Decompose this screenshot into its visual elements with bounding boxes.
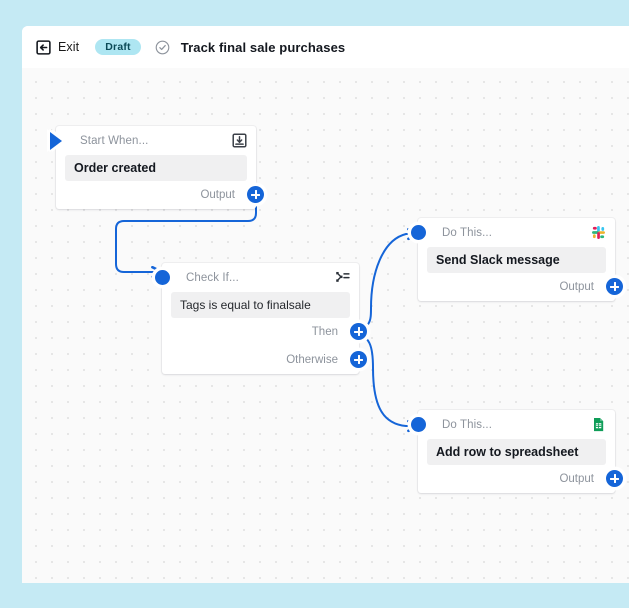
play-triangle-icon — [50, 132, 62, 150]
node-port-output: Output — [418, 273, 623, 301]
node-kicker: Check If... — [186, 271, 239, 284]
import-tray-icon — [232, 133, 247, 148]
status-badge[interactable]: Draft — [95, 38, 141, 56]
node-action-spreadsheet[interactable]: Do This... Add row to spreadsheet Output — [411, 410, 623, 493]
add-step-plus-button-otherwise[interactable] — [350, 351, 367, 368]
node-port-output: Output — [56, 181, 264, 209]
check-circle-icon — [155, 40, 170, 54]
node-trigger[interactable]: Start When... Order created Output — [50, 126, 264, 209]
node-field[interactable]: Send Slack message — [427, 247, 606, 273]
node-field[interactable]: Tags is equal to finalsale — [171, 292, 350, 318]
connector-otherwise-to-sheets — [350, 331, 418, 426]
port-label: Then — [311, 326, 338, 338]
node-port-output: Output — [418, 465, 623, 493]
workflow-canvas[interactable]: Start When... Order created Output Ch — [22, 68, 629, 583]
add-step-plus-button[interactable] — [606, 278, 623, 295]
exit-label: Exit — [58, 40, 80, 54]
exit-button[interactable]: Exit — [36, 39, 80, 55]
input-port-dot[interactable] — [155, 270, 170, 285]
node-kicker: Do This... — [442, 418, 492, 431]
node-condition[interactable]: Check If... Tags is equal to finalsale T… — [155, 263, 367, 374]
connector-trigger-to-condition — [115, 197, 257, 272]
port-label: Otherwise — [286, 354, 338, 366]
node-field-value: Order created — [74, 161, 156, 175]
input-port-dot[interactable] — [411, 417, 426, 432]
port-label: Output — [559, 281, 594, 293]
node-port-otherwise: Otherwise — [162, 346, 367, 374]
google-sheets-icon — [594, 417, 604, 432]
node-header: Start When... — [56, 126, 256, 155]
node-kicker: Do This... — [442, 226, 492, 239]
add-step-plus-button-then[interactable] — [350, 323, 367, 340]
add-step-plus-button[interactable] — [606, 470, 623, 487]
connector-then-to-slack — [350, 234, 418, 331]
node-port-then: Then — [162, 318, 367, 346]
node-field-value: Add row to spreadsheet — [436, 445, 579, 459]
node-header: Check If... — [162, 263, 359, 292]
app-header: Exit Draft Track final sale purchases — [22, 26, 629, 68]
slack-icon — [592, 226, 605, 239]
page-title: Track final sale purchases — [180, 39, 346, 55]
node-field[interactable]: Order created — [65, 155, 247, 181]
port-label: Output — [200, 189, 235, 201]
node-header: Do This... — [418, 218, 615, 247]
port-label: Output — [559, 473, 594, 485]
node-kicker: Start When... — [80, 134, 149, 147]
exit-arrow-icon — [36, 39, 51, 55]
branch-condition-icon — [336, 271, 350, 282]
node-action-slack[interactable]: Do This... Send Slack message Output — [411, 218, 623, 301]
node-field-value: Send Slack message — [436, 253, 560, 267]
workflow-app-panel: Exit Draft Track final sale purchases — [22, 26, 629, 583]
node-header: Do This... — [418, 410, 615, 439]
input-port-dot[interactable] — [411, 225, 426, 240]
node-field-value: Tags is equal to finalsale — [180, 298, 311, 312]
add-step-plus-button[interactable] — [247, 186, 264, 203]
node-field[interactable]: Add row to spreadsheet — [427, 439, 606, 465]
